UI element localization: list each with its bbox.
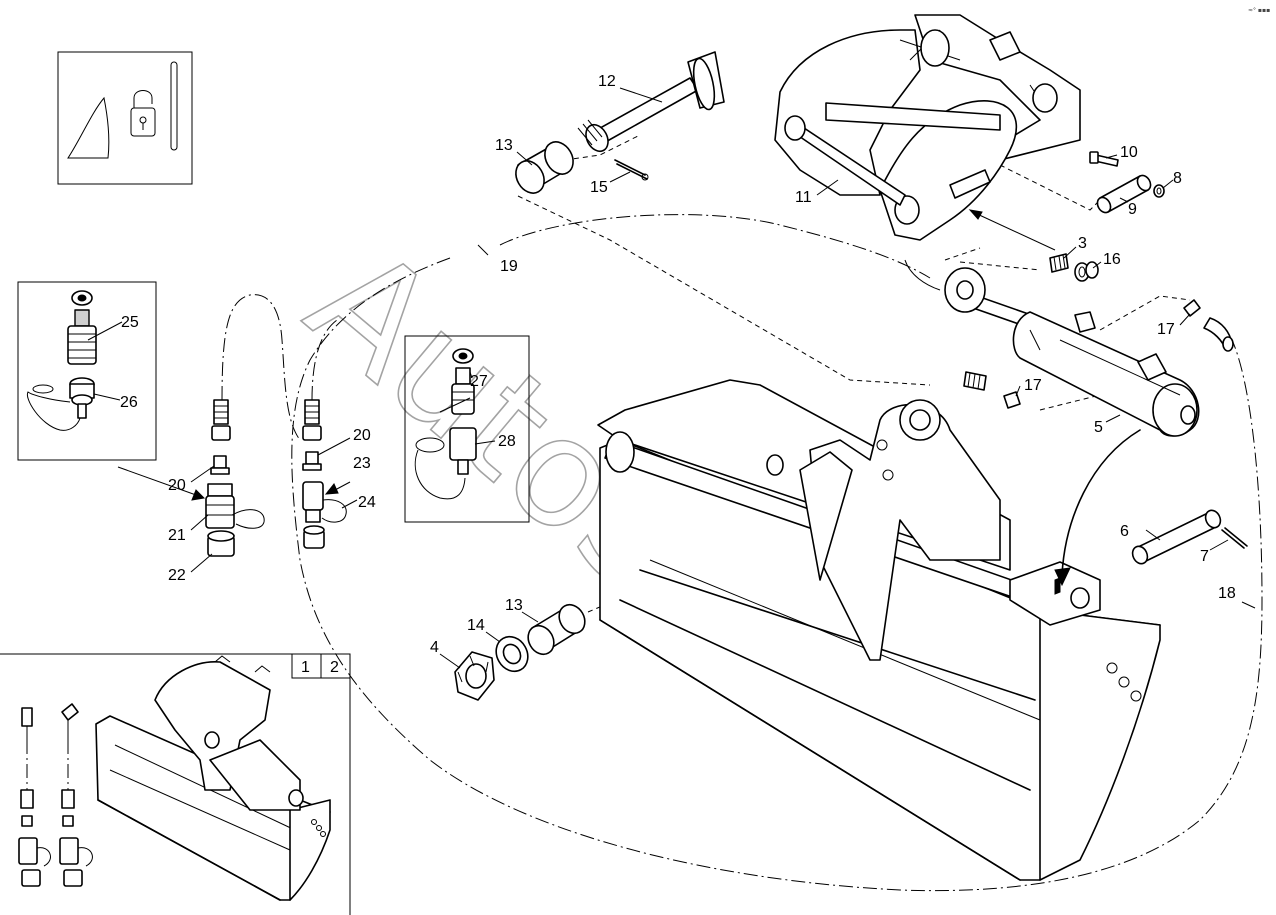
- label-28: 28: [498, 433, 516, 450]
- hydraulic-cylinder-5: [944, 267, 1200, 437]
- label-4: 4: [430, 639, 439, 656]
- lock-pin-icon: [170, 61, 178, 151]
- bushing-13-lower: [527, 603, 586, 656]
- castle-nut-4: [454, 651, 495, 701]
- cap-27: [452, 348, 474, 364]
- label-8: 8: [1173, 170, 1182, 187]
- arrow-head: [968, 209, 983, 220]
- label-5: 5: [1094, 419, 1103, 436]
- lock-box-frame: [57, 51, 193, 185]
- arrow-to-23: [334, 481, 351, 491]
- label-19: 19: [500, 258, 518, 275]
- main-pin-12: [577, 51, 725, 153]
- coupler-27: [451, 367, 475, 415]
- inset-panel: 1 2: [0, 653, 351, 915]
- arrow-to-lug: [1061, 429, 1141, 576]
- leader-lines: [87, 87, 1256, 669]
- label-21: 21: [168, 527, 186, 544]
- corner-mark: ≈° ▪▪▪: [1248, 7, 1270, 14]
- arrow-to-coupler: [974, 212, 1056, 251]
- inset-tab-2: 2: [330, 659, 339, 676]
- padlock-icon: [130, 90, 156, 137]
- part-labels: 12 13 15 11 10 9 8 3 16 19 17 17 5 6 7 1…: [120, 73, 1236, 656]
- label-6: 6: [1120, 523, 1129, 540]
- label-20-left: 20: [168, 477, 186, 494]
- label-22: 22: [168, 567, 186, 584]
- adapter-20-mid: [302, 451, 322, 471]
- label-13-lower: 13: [505, 597, 523, 614]
- nut-8: [1153, 184, 1165, 198]
- hose-end-mid: [302, 399, 322, 441]
- label-13-top: 13: [495, 137, 513, 154]
- label-17-left: 17: [1024, 377, 1042, 394]
- label-15: 15: [590, 179, 608, 196]
- inset-fittings-2: [59, 703, 93, 887]
- curve-arrow-cylinder: [904, 259, 941, 291]
- label-3: 3: [1078, 235, 1087, 252]
- arrow-to-23-head: [324, 483, 339, 495]
- label-27: 27: [470, 373, 488, 390]
- coupler-23: [302, 481, 347, 523]
- coupling-box-27-28: [404, 335, 530, 523]
- fitting-17-left: [963, 371, 1021, 409]
- hose-route-left: [221, 294, 301, 441]
- lock-symbol-box: [57, 51, 193, 185]
- label-26: 26: [120, 394, 138, 411]
- inset-fittings-1: [18, 707, 51, 887]
- label-12: 12: [598, 73, 616, 90]
- label-23: 23: [353, 455, 371, 472]
- adapter-20-left: [210, 455, 230, 475]
- cotter-pin-15: [614, 159, 649, 181]
- hose-route-19: [291, 214, 1263, 892]
- coupler-28: [414, 427, 477, 500]
- arrow-to-21: [117, 466, 197, 496]
- arrow-to-21-head: [191, 489, 206, 501]
- label-7: 7: [1200, 548, 1209, 565]
- coupler-26: [26, 377, 95, 431]
- bucket-glyph-icon: [67, 96, 110, 159]
- fitting-17-right: [1183, 299, 1234, 352]
- leader-27-line: [439, 397, 471, 413]
- pin-6: [1131, 509, 1222, 565]
- label-10: 10: [1120, 144, 1138, 161]
- quick-coupler-11: [774, 14, 1081, 241]
- label-24: 24: [358, 494, 376, 511]
- label-20-mid: 20: [353, 427, 371, 444]
- bucket: [597, 379, 1161, 881]
- cap-24: [303, 525, 325, 549]
- bolt-10: [1089, 151, 1119, 167]
- label-17-right: 17: [1157, 321, 1175, 338]
- fitting-3: [1049, 253, 1069, 273]
- inset-bucket: [95, 655, 331, 901]
- cap-22: [207, 530, 235, 557]
- inset-tab-2-frame: [320, 653, 351, 679]
- bushing-13-top: [515, 141, 574, 194]
- coupling-box-25-26: [17, 281, 157, 461]
- hose-end-left: [211, 399, 231, 441]
- label-18: 18: [1218, 585, 1236, 602]
- inset-tab-1: 1: [301, 659, 310, 676]
- cotter-7: [1221, 527, 1248, 549]
- coupler-25: [67, 309, 97, 365]
- label-11: 11: [795, 189, 812, 206]
- coupler-21: [205, 483, 265, 529]
- cap-25: [71, 290, 93, 306]
- pin-9: [1096, 174, 1152, 214]
- washer-14: [495, 635, 529, 673]
- washer-16: [1074, 261, 1099, 282]
- label-25: 25: [121, 314, 139, 331]
- label-9: 9: [1128, 201, 1137, 218]
- hose-route-left-2: [311, 317, 341, 401]
- label-16: 16: [1103, 251, 1121, 268]
- label-14: 14: [467, 617, 485, 634]
- arrow-to-lug-head: [1054, 567, 1071, 587]
